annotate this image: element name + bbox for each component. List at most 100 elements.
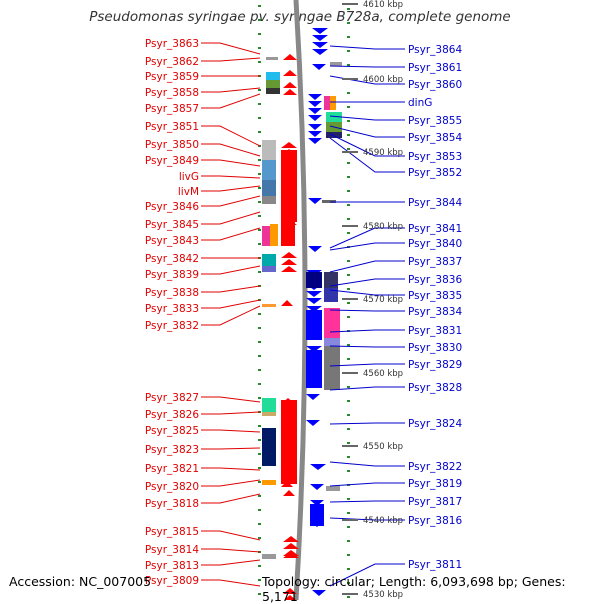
tick-mark <box>258 509 261 511</box>
gene-block <box>330 62 342 66</box>
right-gene-label: Psyr_3836 <box>408 274 462 286</box>
left-gene-label: Psyr_3862 <box>145 56 199 68</box>
tick-mark <box>258 537 261 539</box>
gene-block <box>326 112 342 122</box>
reverse-gene-block <box>306 350 322 388</box>
right-leader-line <box>329 563 405 587</box>
tick-mark <box>258 313 261 315</box>
left-gene-label: Psyr_3833 <box>145 303 199 315</box>
left-leader-line <box>201 396 261 403</box>
gene-block <box>322 200 336 203</box>
right-leader-line <box>329 363 405 367</box>
right-gene-label: Psyr_3841 <box>408 223 462 235</box>
tick-mark <box>258 271 261 273</box>
tick-mark <box>347 470 350 472</box>
left-gene-label: Psyr_3825 <box>145 425 199 437</box>
reverse-gene-arrow <box>306 394 320 400</box>
reverse-gene-arrow <box>312 35 328 41</box>
left-leader-line <box>201 143 261 157</box>
right-gene-label: Psyr_3861 <box>408 62 462 74</box>
right-leader-line <box>329 45 405 50</box>
gene-block <box>262 304 276 307</box>
scale-tick <box>342 151 358 153</box>
tick-mark <box>347 148 350 150</box>
tick-mark <box>347 540 350 542</box>
tick-mark <box>258 117 261 119</box>
right-leader-line <box>329 309 405 312</box>
left-leader-line <box>201 93 261 109</box>
reverse-gene-arrow <box>308 101 322 107</box>
tick-mark <box>347 442 350 444</box>
tick-mark <box>258 215 261 217</box>
right-leader-line <box>329 329 405 333</box>
forward-gene-arrow <box>283 552 299 558</box>
tick-mark <box>347 498 350 500</box>
right-gene-label: Psyr_3835 <box>408 290 462 302</box>
left-leader-line <box>201 467 261 471</box>
left-gene-label: Psyr_3850 <box>145 139 199 151</box>
gene-block <box>262 398 276 412</box>
tick-mark <box>258 173 261 175</box>
right-leader-line <box>329 125 405 138</box>
right-leader-line <box>329 500 405 503</box>
scale-label: 4610 kbp <box>363 0 403 10</box>
gene-block <box>262 180 276 196</box>
gene-block <box>324 96 330 110</box>
right-leader-line <box>329 65 405 68</box>
gene-blocks <box>262 28 342 600</box>
reverse-gene-block <box>306 310 322 340</box>
gene-block <box>266 88 280 94</box>
left-leader-line <box>201 227 261 241</box>
left-leader-line <box>201 530 261 541</box>
tick-mark <box>347 36 350 38</box>
left-leader-line <box>201 159 261 167</box>
tick-mark <box>258 453 261 455</box>
tick-mark <box>258 369 261 371</box>
right-gene-label: Psyr_3824 <box>408 418 462 430</box>
left-gene-label: Psyr_3849 <box>145 155 199 167</box>
right-gene-label: Psyr_3830 <box>408 342 462 354</box>
right-leader-line <box>329 289 405 296</box>
reverse-gene-arrow <box>308 198 322 204</box>
tick-mark <box>347 316 350 318</box>
scale-tick <box>342 593 358 595</box>
right-gene-label: Psyr_3811 <box>408 559 462 571</box>
right-gene-label: Psyr_3834 <box>408 306 462 318</box>
left-leader-line <box>201 493 261 504</box>
left-leader-line <box>201 211 261 225</box>
reverse-gene-arrow <box>308 108 322 114</box>
left-gene-label: livG <box>179 171 199 183</box>
tick-mark <box>347 50 350 52</box>
tick-mark <box>258 355 261 357</box>
scale-tick <box>342 225 358 227</box>
tick-mark <box>347 512 350 514</box>
tick-mark <box>258 383 261 385</box>
left-leader-line <box>201 429 261 433</box>
scale-label: 4590 kbp <box>363 148 403 158</box>
tick-mark <box>347 596 350 598</box>
right-leader-line <box>329 278 405 287</box>
scale-tick <box>342 298 358 300</box>
right-leader-line <box>329 227 405 249</box>
left-gene-label: Psyr_3858 <box>145 87 199 99</box>
gene-block <box>262 254 276 266</box>
gene-block <box>324 308 340 338</box>
tick-mark <box>258 33 261 35</box>
gene-block <box>270 224 278 246</box>
reverse-gene-arrow <box>306 346 322 352</box>
tick-mark <box>258 495 261 497</box>
tick-mark <box>258 593 261 595</box>
right-gene-label: Psyr_3817 <box>408 496 462 508</box>
reverse-gene-arrow <box>306 420 320 426</box>
left-gene-label: Psyr_3820 <box>145 481 199 493</box>
right-leader-line <box>329 115 405 121</box>
left-gene-label: Psyr_3851 <box>145 121 199 133</box>
tick-mark <box>258 89 261 91</box>
left-leader-line <box>201 87 261 93</box>
left-leader-line <box>201 411 261 415</box>
reverse-gene-arrow <box>308 124 322 130</box>
right-gene-label: Psyr_3840 <box>408 238 462 250</box>
scale-tick <box>342 519 358 521</box>
forward-gene-arrow <box>283 54 297 60</box>
